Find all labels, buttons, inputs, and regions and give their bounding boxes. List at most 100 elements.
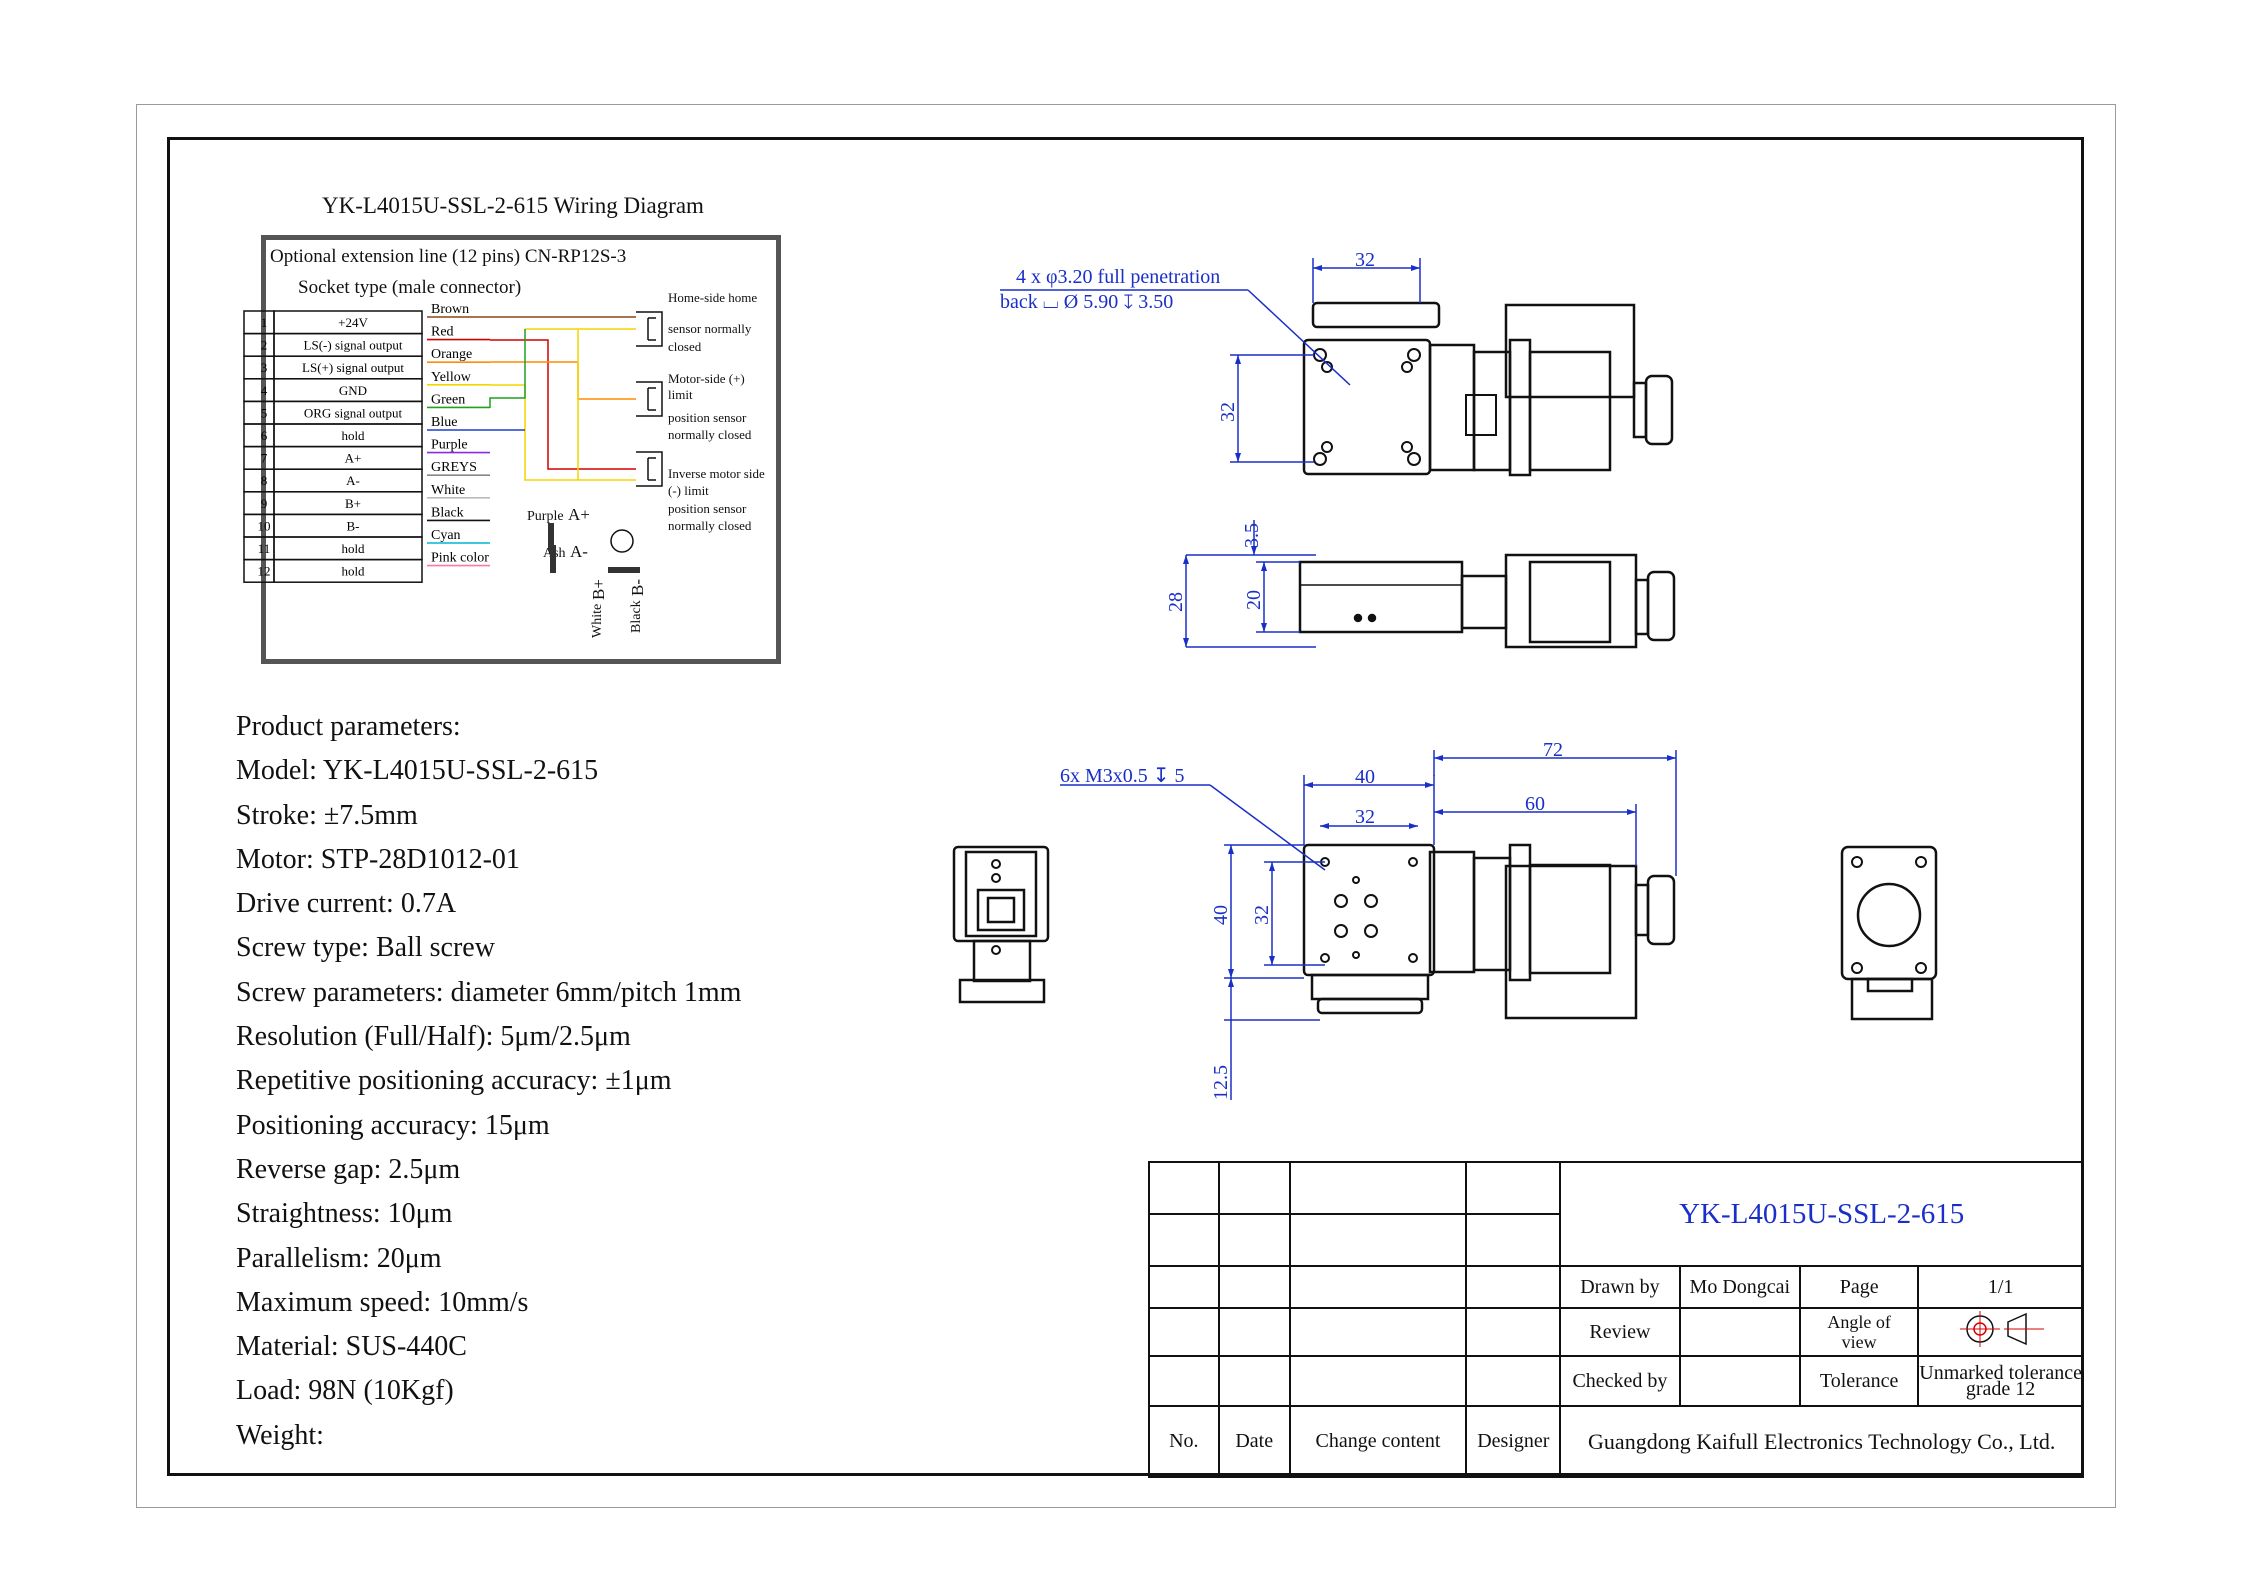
- pin-number: 3: [261, 360, 268, 375]
- sensor-home-line1: Home-side home: [668, 290, 757, 305]
- wire-color-label: White: [431, 483, 465, 498]
- param-line: Load: 98N (10Kgf): [236, 1375, 454, 1407]
- wire-color-label: Yellow: [431, 370, 472, 385]
- sensor-neg-line2: (-) limit: [668, 483, 709, 498]
- wire-color-label: Red: [431, 325, 454, 340]
- dimension-texts: 4 x φ3.20 full penetration back ⌴ Ø 5.90…: [1000, 249, 1563, 1100]
- wire-color-label: Cyan: [431, 528, 461, 543]
- sheet-outer-border: [136, 104, 2116, 1508]
- hole-note-line2: back ⌴ Ø 5.90 ↧ 3.50: [1000, 291, 1173, 313]
- wire-color-label: Pink color: [431, 551, 489, 566]
- param-line: Stroke: ±7.5mm: [236, 799, 418, 831]
- pin-signal: B-: [347, 518, 360, 533]
- dim-side-overall: 28: [1165, 592, 1187, 612]
- dim-front-inner: 32: [1355, 806, 1375, 828]
- dim-front-height: 40: [1210, 905, 1232, 925]
- sensor-wire: [490, 328, 636, 481]
- product-parameters: Product parameters: Model: YK-L4015U-SSL…: [236, 705, 741, 1458]
- motor-terminals: Purple A+ Ash A- White B+ Black B-: [527, 505, 647, 638]
- param-line: Screw parameters: diameter 6mm/pitch 1mm: [236, 976, 742, 1008]
- sensor-pos-line4: normally closed: [668, 427, 752, 442]
- title-block: YK-L4015U-SSL-2-615 Drawn by Mo Dongcai …: [1148, 1161, 2084, 1478]
- pin-number: 8: [261, 473, 268, 488]
- socket-type-label: Socket type (male connector): [298, 277, 522, 298]
- dimension-lines: [1000, 258, 1677, 1100]
- motor-a-minus-label: A-: [570, 542, 588, 561]
- dim-overall-length: 72: [1543, 739, 1563, 761]
- page-value: 1/1: [1917, 1265, 2084, 1309]
- pin-signal-cell: [273, 558, 423, 583]
- sensor-home-line3: closed: [668, 339, 702, 354]
- page-label: Page: [1799, 1265, 1920, 1309]
- wire-color-label: GREYS: [431, 460, 477, 475]
- drawing-frame: [167, 137, 2084, 1476]
- company-name: Guangdong Kaifull Electronics Technology…: [1559, 1405, 2084, 1478]
- pin-signal: hold: [341, 564, 365, 579]
- dim-top-height: 32: [1217, 402, 1239, 422]
- param-line: Straightness: 10μm: [236, 1198, 453, 1230]
- drawing-number-cell: YK-L4015U-SSL-2-615: [1559, 1161, 2084, 1267]
- dim-top-width: 32: [1355, 249, 1375, 271]
- dim-side-top: 3.5: [1241, 523, 1263, 548]
- drawn-by-value: Mo Dongcai: [1678, 1265, 1802, 1309]
- dim-bottom-offset: 12.5: [1210, 1065, 1232, 1100]
- side-view: [1298, 553, 1676, 649]
- sensor-switch-home: [636, 311, 663, 347]
- sensor-neg-line3: position sensor: [668, 501, 747, 516]
- pin-number: 10: [258, 518, 271, 533]
- wire-color-label: Purple: [431, 438, 468, 453]
- param-line: Weight:: [236, 1419, 324, 1451]
- dim-front-inner-height: 32: [1251, 905, 1273, 925]
- checked-by-value: [1678, 1355, 1802, 1407]
- sensor-pos-line3: position sensor: [668, 410, 747, 425]
- front-view: [1302, 843, 1676, 1020]
- col-change-header: Change content: [1288, 1405, 1468, 1478]
- pin-signal: hold: [341, 428, 365, 443]
- review-label: Review: [1559, 1307, 1681, 1357]
- pin-number: 6: [261, 428, 268, 443]
- pin-number: 7: [261, 451, 268, 466]
- thread-note: 6x M3x0.5 ↧ 5: [1060, 765, 1185, 787]
- right-end-view: [1840, 845, 1938, 1021]
- param-line: Resolution (Full/Half): 5μm/2.5μm: [236, 1021, 631, 1053]
- col-designer-header: Designer: [1465, 1405, 1562, 1478]
- pin-signal: LS(+) signal output: [302, 360, 404, 375]
- wiring-diagram-title: YK-L4015U-SSL-2-615 Wiring Diagram: [322, 193, 704, 218]
- wire-color-label: Black: [431, 505, 464, 520]
- wire-color-label: Brown: [431, 302, 469, 317]
- motor-black-label: Black: [629, 600, 644, 633]
- hole-note-line1: 4 x φ3.20 full penetration: [1016, 266, 1220, 288]
- pin-number: 9: [261, 496, 268, 511]
- dim-front-width: 40: [1355, 766, 1375, 788]
- pin-signal: hold: [341, 541, 365, 556]
- sensor-home-line2: sensor normally: [668, 321, 752, 336]
- sensor-neg-line1: Inverse motor side: [668, 466, 765, 481]
- pin-signal: +24V: [338, 315, 368, 330]
- param-line: Parallelism: 20μm: [236, 1242, 442, 1274]
- pin-signal: ORG signal output: [304, 405, 403, 420]
- wiring-diagram-box: [261, 235, 781, 664]
- wire-color-label: Blue: [431, 415, 457, 430]
- pin-signal: GND: [339, 383, 367, 398]
- col-date-header: Date: [1217, 1405, 1291, 1478]
- pin-signal: A-: [346, 473, 360, 488]
- param-line: Drive current: 0.7A: [236, 888, 457, 920]
- extension-line-label: Optional extension line (12 pins) CN-RP1…: [270, 246, 627, 267]
- checked-by-label: Checked by: [1559, 1355, 1681, 1407]
- pin-signal: B+: [345, 496, 361, 511]
- pin-number: 2: [261, 338, 268, 353]
- param-line: Repetitive positioning accuracy: ±1μm: [236, 1065, 672, 1097]
- tolerance-label: Tolerance: [1799, 1355, 1920, 1407]
- param-line: Screw type: Ball screw: [236, 932, 495, 964]
- param-line: Material: SUS-440C: [236, 1331, 467, 1363]
- review-value: [1678, 1307, 1802, 1357]
- motor-b-plus-label: B+: [589, 579, 608, 600]
- dim-side-body: 20: [1243, 590, 1265, 610]
- param-line: Motor: STP-28D1012-01: [236, 843, 520, 875]
- sensor-switch-negative: [636, 451, 663, 487]
- top-view: [1302, 301, 1674, 477]
- sensor-switch-positive: [636, 381, 663, 417]
- sensor-wire: [489, 329, 526, 408]
